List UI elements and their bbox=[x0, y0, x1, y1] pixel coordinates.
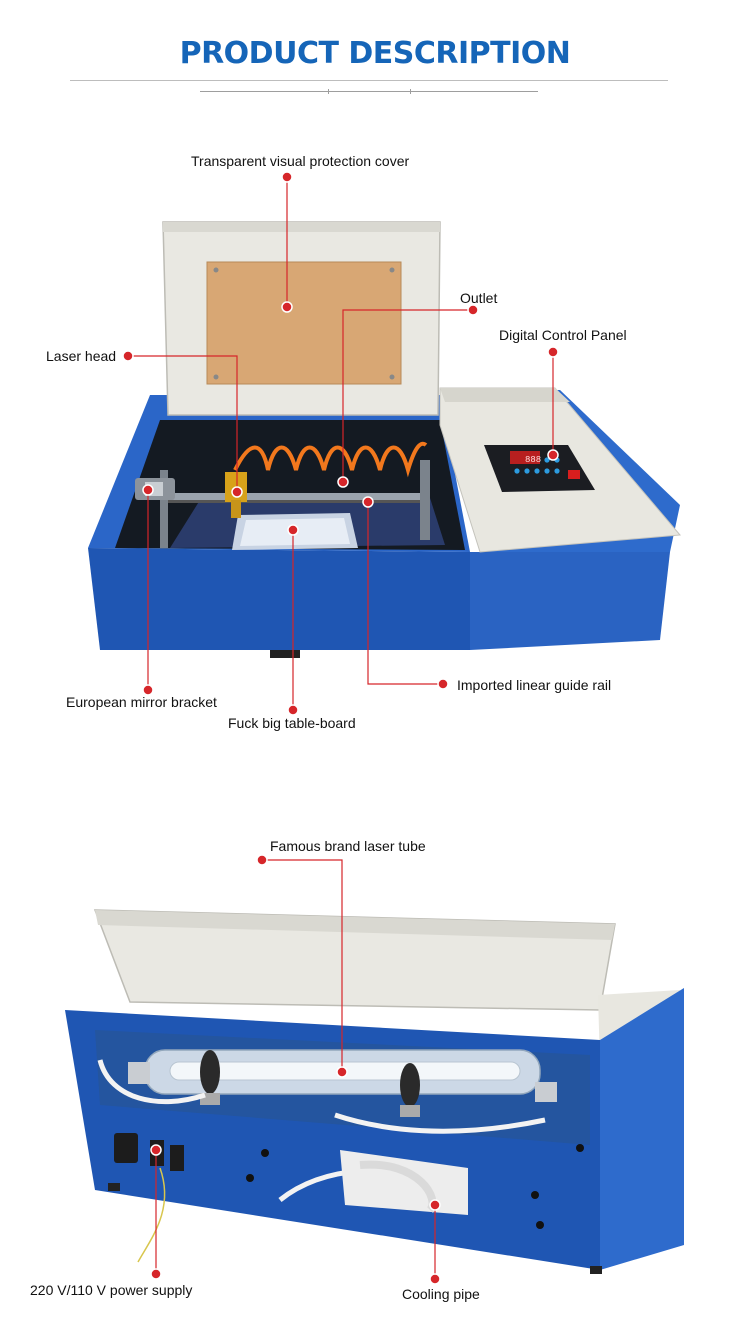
callout-lines-top bbox=[128, 177, 554, 710]
label-laser-head: Laser head bbox=[46, 348, 117, 364]
callout-markers-bottom bbox=[150, 854, 441, 1285]
guide-rail bbox=[168, 493, 430, 500]
engraver-machine-front bbox=[88, 221, 682, 658]
machine-front-panel bbox=[88, 548, 470, 650]
label-linear-guide-rail: Imported linear guide rail bbox=[457, 677, 612, 693]
engraver-machine-rear bbox=[65, 909, 684, 1274]
led-display bbox=[510, 451, 540, 464]
label-cooling-pipe: Cooling pipe bbox=[402, 1286, 480, 1302]
label-table-board: Fuck big table-board bbox=[228, 715, 356, 731]
machine-foot bbox=[270, 650, 300, 658]
marker-cover-dot bbox=[281, 171, 293, 183]
label-protection-cover: Transparent visual protection cover bbox=[191, 153, 410, 169]
air-hose bbox=[233, 441, 428, 478]
display-readout: 888 bbox=[525, 455, 541, 465]
rear-side-panel bbox=[600, 988, 684, 1270]
title-underline bbox=[200, 89, 538, 94]
title-divider bbox=[70, 80, 668, 81]
label-power-supply: 220 V/110 V power supply bbox=[30, 1282, 193, 1298]
tube-holder-left bbox=[200, 1050, 220, 1094]
label-digital-control-panel: Digital Control Panel bbox=[499, 327, 627, 343]
hose-left bbox=[97, 1059, 206, 1104]
callout-markers-top bbox=[122, 171, 559, 716]
label-laser-tube: Famous brand laser tube bbox=[270, 838, 426, 854]
label-outlet: Outlet bbox=[460, 290, 498, 306]
power-switch bbox=[568, 470, 580, 479]
machine-right-front bbox=[470, 552, 670, 650]
label-mirror-bracket: European mirror bracket bbox=[66, 694, 217, 710]
page-title: PRODUCT DESCRIPTION bbox=[179, 36, 571, 71]
callout-lines-bottom bbox=[155, 859, 436, 1279]
power-socket bbox=[114, 1133, 138, 1163]
tube-holder-right bbox=[400, 1063, 420, 1107]
cover-window bbox=[206, 261, 402, 385]
